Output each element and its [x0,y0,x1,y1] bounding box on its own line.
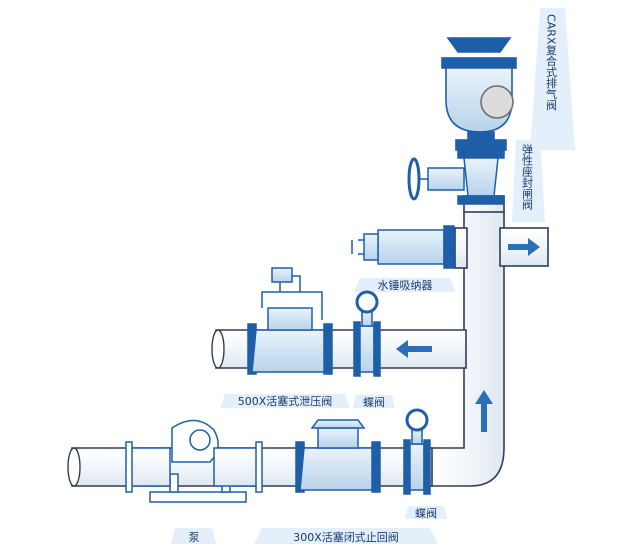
check-valve-body [299,447,377,491]
relief-valve-body [251,329,329,373]
butterfly-upper-actuator [355,290,379,314]
butterfly-upper-flange-left [353,321,361,377]
check-valve-cover [310,419,366,429]
water-hammer-label: 水锤吸纳器 [378,278,433,292]
butterfly-lower-actuator [405,408,429,432]
flow-arrow-left [396,340,432,358]
relief-valve-bonnet [267,307,313,331]
water-hammer-label-backdrop [354,278,456,292]
gate-valve-label: 弹性座封闸阀 [521,143,534,211]
pump-flange-out [255,441,263,493]
upper-pipe-open-end [211,329,225,369]
butterfly-valve-lower [403,408,431,495]
hammer-bolts [351,239,364,255]
butterfly-lower-label: 蝶阀 [415,506,437,520]
butterfly-upper-label: 蝶阀 [363,395,385,409]
air-valve-label-backdrop [530,8,575,150]
pump-base [149,491,247,503]
gate-valve-body [463,157,499,197]
gate-valve-bonnet [427,167,465,191]
butterfly-valve-upper [353,290,381,377]
pump-flange-in [125,441,133,493]
air-valve-cap [446,37,512,53]
butterfly-upper-body [359,325,375,373]
gate-valve-upper-flange [457,149,505,159]
flow-arrows [396,238,540,432]
air-release-valve [441,37,517,151]
relief-valve-label: 500X活塞式泄压阀 [238,394,333,408]
piston-relief-valve [247,267,333,375]
hammer-end-cap [363,233,379,261]
air-valve-float [480,85,514,119]
hammer-stub-pipe [454,227,468,269]
check-valve-right-flange [371,441,381,493]
air-valve-neck [467,131,495,141]
hammer-body [377,229,445,265]
piston-check-valve [295,419,381,493]
hammer-flange [443,225,455,269]
butterfly-lower-flange-left [403,439,411,495]
flow-arrow-right [508,238,540,256]
gate-valve-handwheel [407,157,421,201]
relief-pilot [271,267,293,283]
pump-support-left [169,473,179,493]
pump-label-backdrop [171,528,216,544]
relief-valve-label-backdrop [220,394,350,408]
pump-suction [129,447,171,487]
check-valve-label-backdrop [254,528,438,544]
butterfly-upper-label-backdrop [353,395,395,408]
resilient-gate-valve [407,149,505,205]
labels: CARX复合式排气阀 弹性座封闸阀 水锤吸纳器 500X活塞式泄压阀 蝶阀 蝶阀… [189,14,558,544]
butterfly-lower-body [409,443,425,491]
butterfly-upper-flange-right [373,321,381,377]
relief-valve-right-flange [323,323,333,375]
check-valve-bonnet [317,427,359,449]
pump [125,419,263,503]
air-valve-upper-flange [441,57,517,69]
flow-arrow-up [475,390,493,432]
pump-eye [189,429,211,451]
pump-label: 泵 [189,531,200,544]
air-valve-lower-flange [455,139,507,151]
pump-discharge [213,447,259,487]
check-valve-label: 300X活塞闭式止回阀 [293,530,399,544]
gate-valve-label-backdrop [512,140,545,222]
butterfly-lower-label-backdrop [405,506,447,519]
pipe-ends [67,329,225,487]
butterfly-lower-flange-right [423,439,431,495]
air-valve-label: CARX复合式排气阀 [545,14,558,111]
lower-pipe-open-end [67,447,81,487]
gate-valve-lower-flange [457,195,505,205]
water-hammer-absorber [351,225,455,269]
label-backdrops [171,8,575,544]
